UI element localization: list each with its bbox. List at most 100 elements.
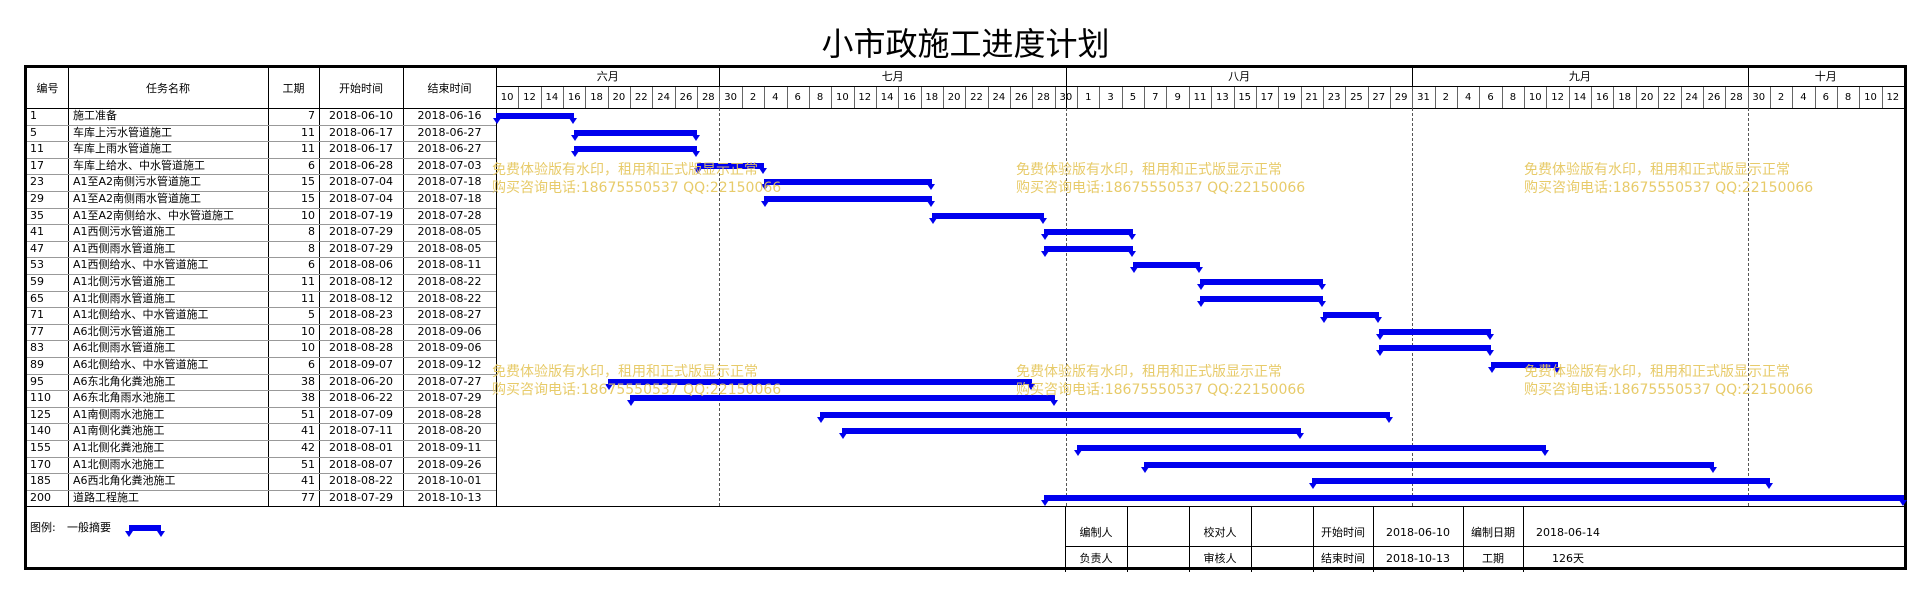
day-divider bbox=[1479, 87, 1481, 108]
day-divider bbox=[1836, 87, 1838, 108]
gantt-bar-start-cap bbox=[1487, 367, 1496, 373]
task-name: A1北侧雨水管道施工 bbox=[73, 291, 176, 305]
task-id: 5 bbox=[30, 125, 37, 139]
task-end: 2018-08-22 bbox=[417, 291, 482, 305]
day-tick-label: 24 bbox=[657, 92, 670, 103]
gantt-bar-start-cap bbox=[761, 184, 770, 191]
task-duration: 10 bbox=[301, 208, 315, 222]
task-id: 17 bbox=[30, 158, 44, 172]
month-gridline bbox=[1747, 108, 1749, 507]
compile-date-value: 2018-06-14 bbox=[1536, 526, 1600, 539]
day-tick-label: 27 bbox=[1372, 92, 1386, 103]
gantt-bar bbox=[1378, 345, 1491, 352]
gantt-bar-start-cap bbox=[1197, 300, 1205, 307]
task-name: A1北侧给水、中水管道施工 bbox=[73, 308, 209, 322]
row-divider bbox=[27, 141, 496, 143]
table-bottom-line bbox=[27, 506, 1904, 508]
gantt-bar-start-cap bbox=[1375, 333, 1384, 340]
task-id: 125 bbox=[30, 407, 51, 421]
task-id: 71 bbox=[30, 308, 44, 322]
row-divider bbox=[27, 489, 496, 491]
row-divider bbox=[27, 224, 496, 226]
task-end: 2018-07-18 bbox=[417, 175, 482, 189]
task-end: 2018-10-13 bbox=[417, 490, 482, 504]
task-id: 35 bbox=[30, 208, 44, 222]
day-divider bbox=[630, 87, 632, 108]
day-tick-label: 26 bbox=[1707, 92, 1721, 103]
duration-label: 工期 bbox=[1482, 552, 1504, 565]
day-tick-label: 15 bbox=[1238, 92, 1252, 103]
watermark-line-2: 购买咨询电话:18675550537 QQ:22150066 bbox=[492, 382, 782, 398]
day-tick-label: 21 bbox=[1305, 92, 1319, 103]
day-tick-label: 12 bbox=[1551, 92, 1564, 103]
task-id: 170 bbox=[30, 457, 51, 471]
day-divider bbox=[1591, 87, 1593, 108]
gantt-bar-start-cap bbox=[1040, 499, 1049, 506]
task-id: 89 bbox=[30, 358, 44, 371]
gantt-bar bbox=[764, 196, 932, 202]
task-duration: 41 bbox=[301, 424, 315, 438]
task-end: 2018-08-11 bbox=[417, 258, 482, 272]
day-tick-label: 12 bbox=[858, 92, 872, 103]
task-end: 2018-06-27 bbox=[417, 125, 482, 139]
task-start: 2018-08-28 bbox=[329, 324, 393, 338]
task-duration: 6 bbox=[308, 258, 315, 272]
day-tick-label: 10 bbox=[1528, 92, 1542, 103]
day-divider bbox=[741, 87, 743, 108]
month-label: 六月 bbox=[596, 70, 619, 83]
task-end: 2018-06-27 bbox=[417, 142, 482, 156]
task-start: 2018-07-29 bbox=[329, 241, 393, 255]
day-tick-label: 26 bbox=[1014, 92, 1028, 103]
gantt-bar bbox=[1043, 229, 1133, 236]
day-divider bbox=[1099, 87, 1101, 108]
day-tick-label: 22 bbox=[970, 92, 983, 103]
day-tick-label: 18 bbox=[925, 92, 939, 103]
gantt-bar-end-cap bbox=[1485, 333, 1494, 340]
gantt-bar-end-cap bbox=[1195, 267, 1203, 274]
task-name: A1北侧化粪池施工 bbox=[73, 441, 165, 454]
row-divider bbox=[27, 357, 496, 358]
row-divider bbox=[27, 207, 496, 209]
day-tick-label: 28 bbox=[1037, 92, 1050, 103]
task-id: 59 bbox=[30, 275, 44, 288]
gantt-bar bbox=[764, 179, 932, 186]
day-tick-label: 16 bbox=[1595, 92, 1609, 103]
task-end: 2018-08-05 bbox=[417, 241, 482, 255]
day-tick-label: 31 bbox=[1417, 92, 1430, 103]
task-start: 2018-07-11 bbox=[329, 424, 393, 438]
day-divider bbox=[987, 87, 989, 108]
gantt-bar bbox=[697, 162, 765, 169]
gantt-bar-start-cap bbox=[1074, 450, 1083, 456]
day-tick-label: 6 bbox=[1487, 92, 1494, 103]
gantt-bar bbox=[842, 428, 1301, 435]
task-id: 29 bbox=[30, 192, 44, 205]
day-divider bbox=[1077, 87, 1079, 108]
task-name: 车库上污水管道施工 bbox=[73, 125, 172, 139]
task-id: 11 bbox=[30, 142, 44, 156]
gantt-bar-start-cap bbox=[1197, 284, 1205, 290]
gantt-bar-end-cap bbox=[1038, 217, 1047, 224]
compiler-label: 编制人 bbox=[1079, 526, 1113, 539]
footer-column-divider bbox=[1313, 506, 1314, 572]
day-tick-label: 20 bbox=[1640, 92, 1654, 103]
gantt-bar-end-cap bbox=[1295, 433, 1304, 440]
watermark-line-2: 购买咨询电话:18675550537 QQ:22150066 bbox=[1524, 180, 1814, 196]
day-tick-label: 30 bbox=[1752, 92, 1766, 103]
day-divider bbox=[965, 87, 967, 108]
day-tick-label: 7 bbox=[1152, 92, 1159, 103]
gantt-bar-start-cap bbox=[1040, 250, 1049, 257]
task-start: 2018-07-04 bbox=[329, 175, 393, 189]
day-divider bbox=[1680, 87, 1682, 108]
gantt-bar bbox=[1077, 445, 1547, 451]
day-divider bbox=[1792, 87, 1794, 108]
day-divider bbox=[1613, 87, 1615, 108]
task-end: 2018-07-18 bbox=[417, 192, 482, 205]
day-tick-label: 12 bbox=[523, 92, 536, 103]
day-divider bbox=[1501, 87, 1503, 108]
day-tick-label: 12 bbox=[1886, 92, 1900, 103]
day-tick-label: 14 bbox=[1573, 92, 1587, 103]
day-divider bbox=[1546, 87, 1548, 108]
